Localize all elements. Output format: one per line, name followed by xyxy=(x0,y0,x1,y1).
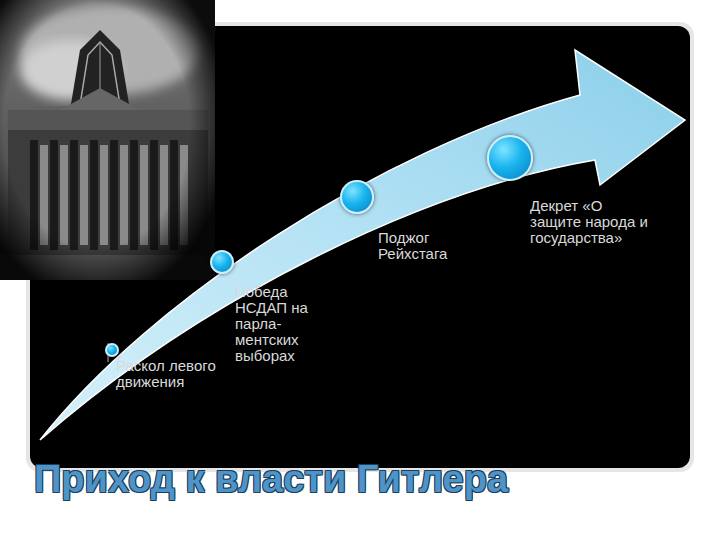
event-marker xyxy=(340,180,374,214)
timeline-event: Декрет «О защите народа и государства» xyxy=(487,135,655,246)
event-marker xyxy=(210,250,234,274)
event-label: Декрет «О защите народа и государства» xyxy=(530,198,655,246)
event-marker xyxy=(487,135,533,181)
timeline-event: Раскол левого движения xyxy=(105,343,216,390)
event-marker xyxy=(105,343,119,357)
event-label: Раскол левого движения xyxy=(116,358,216,390)
event-label: Поджог Рейхстага xyxy=(378,230,488,262)
slide-title: Приход к власти Гитлера xyxy=(34,458,508,501)
event-label: Победа НСДАП на парла- ментских выборах xyxy=(235,284,330,364)
timeline-event: Победа НСДАП на парла- ментских выборах xyxy=(210,250,330,364)
timeline-event: Поджог Рейхстага xyxy=(340,180,488,262)
timeline-arrow xyxy=(40,50,685,440)
reichstag-photo xyxy=(0,0,215,280)
